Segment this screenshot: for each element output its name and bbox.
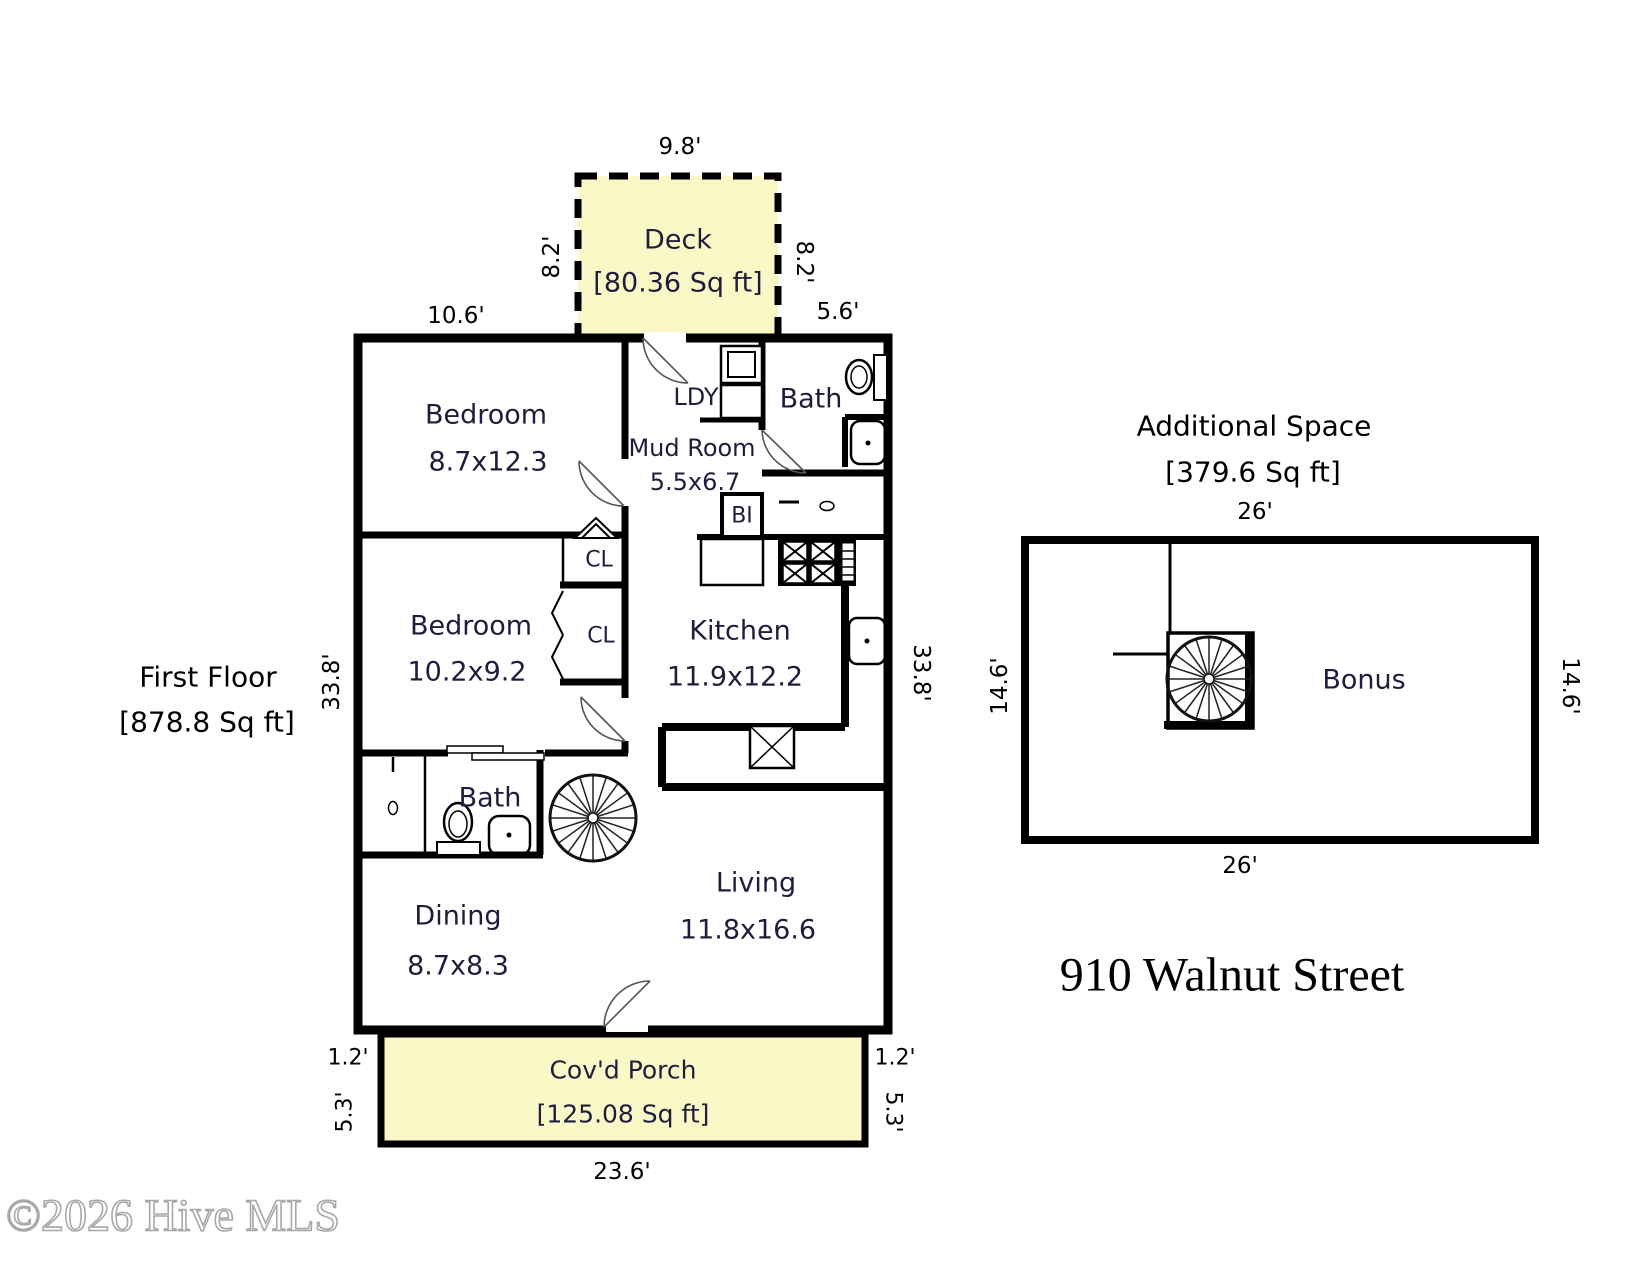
sink-icon <box>849 419 887 466</box>
deck-dim-top: 9.8' <box>659 134 702 160</box>
utility-box <box>748 724 796 770</box>
porch-label: Cov'd Porch <box>549 1056 696 1085</box>
mudroom-label: Mud Room <box>628 434 755 462</box>
dim-top-right: 5.6' <box>817 299 860 325</box>
deck-door-arc <box>642 337 689 384</box>
builtin-label: BI <box>731 504 753 529</box>
dining-dims: 8.7x8.3 <box>407 951 509 982</box>
first-floor-area: [878.8 Sq ft] <box>119 706 295 739</box>
kitchen-fixtures <box>699 492 887 770</box>
additional-space: Additional Space [379.6 Sq ft] 26' Bonus… <box>987 410 1583 880</box>
builtin-box <box>720 492 764 539</box>
additional-space-area: [379.6 Sq ft] <box>1165 456 1341 489</box>
bath1-label: Bath <box>780 384 843 415</box>
bath2-label: Bath <box>459 783 522 814</box>
deck-dim-left: 8.2' <box>539 236 565 279</box>
deck: Deck [80.36 Sq ft] 9.8' 8.2' 8.2' <box>539 134 817 342</box>
shower-drain-icon <box>387 800 399 816</box>
bath2-fixtures <box>387 757 532 857</box>
additional-space-name: Additional Space <box>1137 410 1372 443</box>
laundry-label: LDY <box>673 383 719 411</box>
closet2-label: CL <box>587 624 615 649</box>
dim-top-left: 10.6' <box>427 303 485 329</box>
porch-depth-right: 5.3' <box>881 1091 906 1132</box>
stove-icon <box>778 538 856 586</box>
dining-label: Dining <box>414 901 501 932</box>
porch-area: [125.08 Sq ft] <box>537 1100 710 1129</box>
bedroom1-door-arc <box>578 460 625 507</box>
bonus-outer-wall <box>1021 536 1539 844</box>
deck-area: [80.36 Sq ft] <box>593 268 762 299</box>
front-door-arc <box>603 980 651 1028</box>
front-door-gap <box>606 1024 648 1032</box>
porch-inset-right: 1.2' <box>874 1046 915 1071</box>
living-label: Living <box>716 868 796 899</box>
deck-dim-right: 8.2' <box>791 241 817 284</box>
kitchen-label: Kitchen <box>689 616 790 647</box>
bedroom2-label: Bedroom <box>410 611 532 642</box>
closet2-bifold <box>550 590 564 680</box>
bonus-label: Bonus <box>1322 665 1405 696</box>
bonus-dim-top: 26' <box>1237 499 1273 525</box>
sink-icon-2 <box>487 814 532 857</box>
bath1-door-arc <box>761 429 807 474</box>
toilet-icon-2 <box>442 801 474 843</box>
porch-depth-left: 5.3' <box>333 1091 358 1132</box>
kitchen-dims: 11.9x12.2 <box>667 662 803 693</box>
first-floor-title: First Floor [878.8 Sq ft] <box>119 661 295 739</box>
porch-inset-left: 1.2' <box>327 1046 368 1071</box>
bonus-dim-right: 14.6' <box>1557 657 1583 715</box>
dim-left: 33.8' <box>319 653 345 711</box>
address-title: 910 Walnut Street <box>1060 949 1405 1002</box>
first-floor-dimensions: 10.6' 5.6' 33.8' 33.8' 1.2' 1.2' 5.3' 5.… <box>319 299 934 1185</box>
dim-right: 33.8' <box>908 644 934 702</box>
first-floor-name: First Floor <box>139 661 277 694</box>
covered-porch: Cov'd Porch [125.08 Sq ft] <box>377 1030 869 1148</box>
bedroom2-door-arc <box>580 696 626 742</box>
bonus-dim-left: 14.6' <box>987 657 1013 715</box>
bedroom1-label: Bedroom <box>425 400 547 431</box>
laundry-stack <box>719 344 764 420</box>
toilet-tank-icon <box>873 354 888 401</box>
dryer-icon <box>719 383 764 420</box>
spiral-staircase <box>548 773 638 863</box>
watermark: ©2026 Hive MLS <box>6 1190 340 1241</box>
bedroom2-dims: 10.2x9.2 <box>407 657 526 688</box>
living-dims: 11.8x16.6 <box>680 915 816 946</box>
mudroom-dims: 5.5x6.7 <box>650 468 741 496</box>
chevron-door <box>572 516 620 539</box>
deck-label: Deck <box>644 225 712 256</box>
spiral-staircase-bonus <box>1165 635 1253 723</box>
deck-door-gap <box>644 332 686 344</box>
kitchen-sink-icon <box>847 616 887 666</box>
door-arcs <box>578 337 807 1028</box>
porch-dim-bottom: 23.6' <box>593 1159 651 1185</box>
room-labels: Bedroom 8.7x12.3 LDY Mud Room 5.5x6.7 Ba… <box>407 383 842 982</box>
toilet-icon <box>844 358 874 396</box>
porch-floor <box>377 1030 869 1148</box>
bedroom1-dims: 8.7x12.3 <box>428 447 547 478</box>
closet1-label: CL <box>585 548 613 573</box>
toilet-tank-icon-2 <box>436 841 481 856</box>
pocket-door <box>446 745 545 761</box>
bonus-dim-bottom: 26' <box>1222 853 1258 879</box>
bath1-fixtures <box>844 354 888 466</box>
refrigerator-icon <box>699 537 765 587</box>
counter-faucet-icon <box>819 500 835 512</box>
deck-floor <box>574 172 782 342</box>
